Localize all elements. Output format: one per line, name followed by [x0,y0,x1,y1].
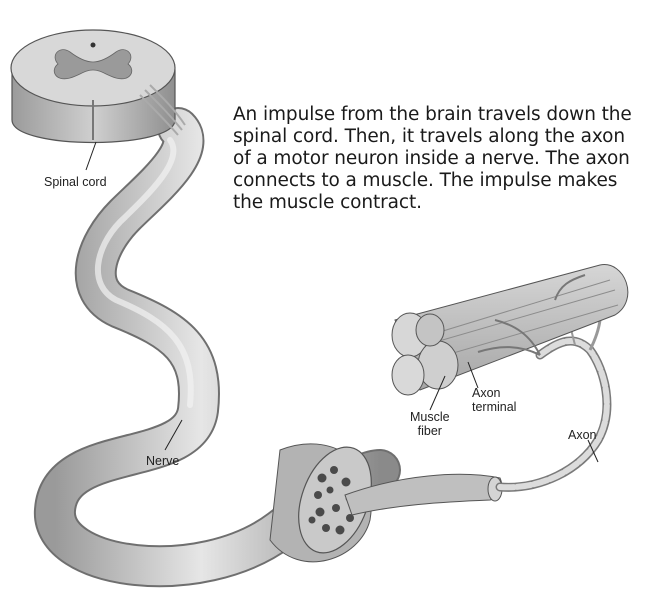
axon-label: Axon [568,428,597,442]
spinal-cord-segment [11,30,185,143]
axon-terminal-label: Axon terminal [472,386,516,414]
spinal-cord-leader [86,142,96,170]
spinal-cord-label: Spinal cord [44,175,107,189]
muscle-bundle [392,265,628,395]
explanation-caption: An impulse from the brain travels down t… [233,104,666,214]
nerve-label: Nerve [146,454,179,468]
muscle-fiber-label: Muscle fiber [410,410,450,438]
